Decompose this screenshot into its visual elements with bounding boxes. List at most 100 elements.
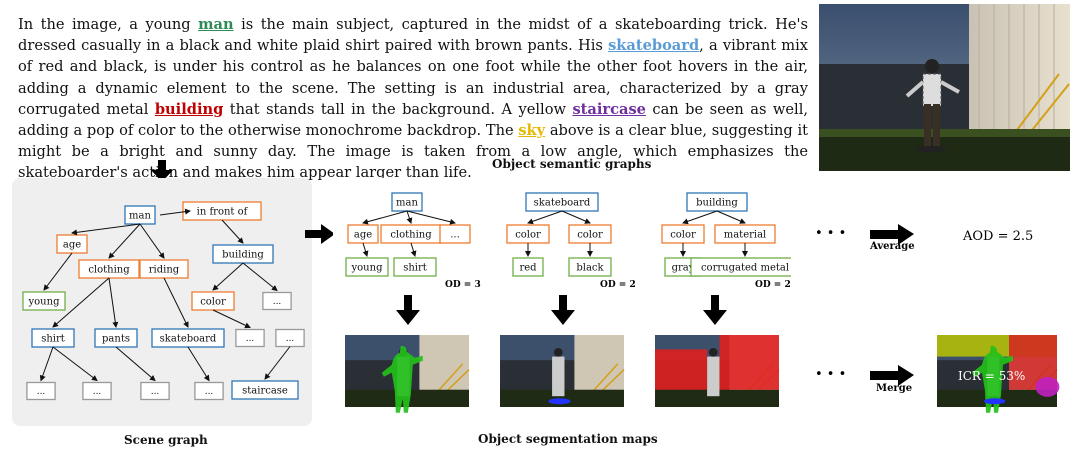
sg-dots-box	[26, 381, 56, 401]
scene-graph-diagram: man in front of age clothing riding building y…	[22, 201, 305, 401]
sg-dots-box	[235, 328, 265, 348]
sg-dots-box	[194, 381, 224, 401]
sem-root-label: man	[396, 198, 418, 209]
sem-value-label: black	[576, 263, 604, 274]
average-label: Average	[870, 241, 915, 252]
arrow-down-icon	[551, 295, 575, 325]
seg-card-skateboard	[488, 325, 636, 425]
caption-segment: above is a clear blue, suggesting it mig…	[18, 122, 808, 182]
sem-attr-box	[439, 224, 471, 244]
sg-pants-label: pants	[102, 334, 130, 345]
skateboarder-photo	[819, 4, 1070, 171]
edge	[561, 210, 591, 224]
scene-graph-caption: Scene graph	[124, 433, 208, 447]
sg-skateboard-label: skateboard	[160, 334, 217, 345]
arrow-down-icon	[151, 160, 173, 182]
building-mask	[719, 335, 779, 390]
skateboard-mask	[548, 398, 571, 405]
edge	[362, 210, 408, 225]
od-value: OD = 3	[445, 280, 481, 290]
edge	[52, 346, 98, 382]
sg-dots-box	[262, 291, 292, 311]
caption-segment: can be seen as well, adding a pop of col…	[18, 100, 808, 140]
edge	[264, 346, 291, 380]
arrow-down-icon	[703, 295, 727, 325]
sg-age-label: age	[63, 240, 81, 251]
sem-attr-label: color	[670, 230, 696, 241]
edge	[39, 346, 54, 382]
edge	[406, 210, 413, 224]
seg-card-man	[333, 325, 481, 425]
sg-dots-label: ...	[273, 297, 282, 307]
man-mask	[972, 345, 1013, 413]
sg-in-front-of-label: in front of	[197, 207, 249, 218]
sg-young-label: young	[28, 297, 61, 308]
sem-value-box	[345, 257, 389, 277]
sg-dots-label: ...	[93, 387, 102, 397]
sem-attr-label: ...	[450, 230, 460, 241]
arrow-right-icon	[870, 365, 914, 386]
edge	[212, 262, 244, 291]
sg-dots-label: ...	[151, 387, 160, 397]
sem-value-label: young	[351, 263, 384, 274]
sg-young-box	[22, 291, 66, 311]
sg-dots-label: ...	[246, 334, 255, 344]
more-maps-card: • • •	[797, 325, 861, 425]
aod-value: AOD = 2.5	[963, 229, 1034, 244]
edge	[221, 219, 244, 244]
sg-staircase-box	[231, 380, 299, 400]
sg-man-label: man	[129, 211, 151, 222]
caption-keyword-man: man	[198, 16, 234, 33]
edge	[716, 210, 746, 224]
sg-shirt-label: shirt	[41, 334, 65, 345]
sem-root-label: building	[696, 198, 738, 209]
edge	[410, 242, 417, 257]
sg-riding-label: riding	[149, 265, 180, 276]
sem-value-box	[512, 257, 544, 277]
edge	[527, 210, 563, 225]
ellipsis: • • •	[815, 226, 847, 241]
sg-clothing-label: clothing	[88, 265, 130, 276]
sg-dots-box	[140, 381, 170, 401]
sem-attr-label: color	[515, 230, 541, 241]
caption-segment: that stands tall in the background. A ye…	[223, 100, 573, 118]
sg-dots-label: ...	[205, 387, 214, 397]
arrow-right-icon	[870, 224, 914, 245]
caption-keyword-building: building	[154, 100, 224, 118]
man-mask	[381, 345, 423, 413]
seg-maps-caption: Object segmentation maps	[478, 432, 658, 446]
caption-segment: is the main subject, captured in the mid…	[18, 16, 808, 55]
sem-value-box	[393, 257, 437, 277]
sg-dots-label: ...	[286, 334, 295, 344]
edge	[108, 277, 119, 328]
sg-dots-box	[82, 381, 112, 401]
icr-value: ICR = 53%	[958, 369, 1026, 383]
arrow-right-icon	[305, 224, 335, 244]
sem-attr-label: age	[354, 230, 372, 241]
sg-building-label: building	[222, 250, 264, 261]
staircase-mask	[1035, 376, 1060, 397]
aod-card: AOD = 2.5	[925, 213, 1069, 263]
edge	[187, 346, 210, 382]
sem-attr-label: material	[724, 230, 767, 241]
edge	[115, 346, 156, 382]
edge	[108, 223, 141, 259]
caption-keyword-sky: sky	[518, 122, 546, 140]
sg-dots-label: ...	[37, 387, 46, 397]
merge-label: Merge	[876, 383, 913, 394]
seg-card-building	[643, 325, 791, 425]
sem-value-label: red	[519, 263, 537, 274]
sem-value-label: corrugated metal	[701, 263, 789, 274]
sg-color-label: color	[200, 297, 226, 308]
caption-segment: , a vibrant mix of red and black, is und…	[18, 37, 808, 118]
edge	[139, 223, 165, 259]
skateboard-mask	[983, 398, 1006, 405]
edge	[682, 210, 718, 225]
edge	[163, 277, 189, 328]
edge	[212, 309, 251, 329]
sem-root-label: skateboard	[534, 198, 591, 209]
scene-graph-panel: man in front of age clothing riding building y…	[12, 178, 312, 426]
more-graphs-card: • • •	[797, 178, 861, 293]
